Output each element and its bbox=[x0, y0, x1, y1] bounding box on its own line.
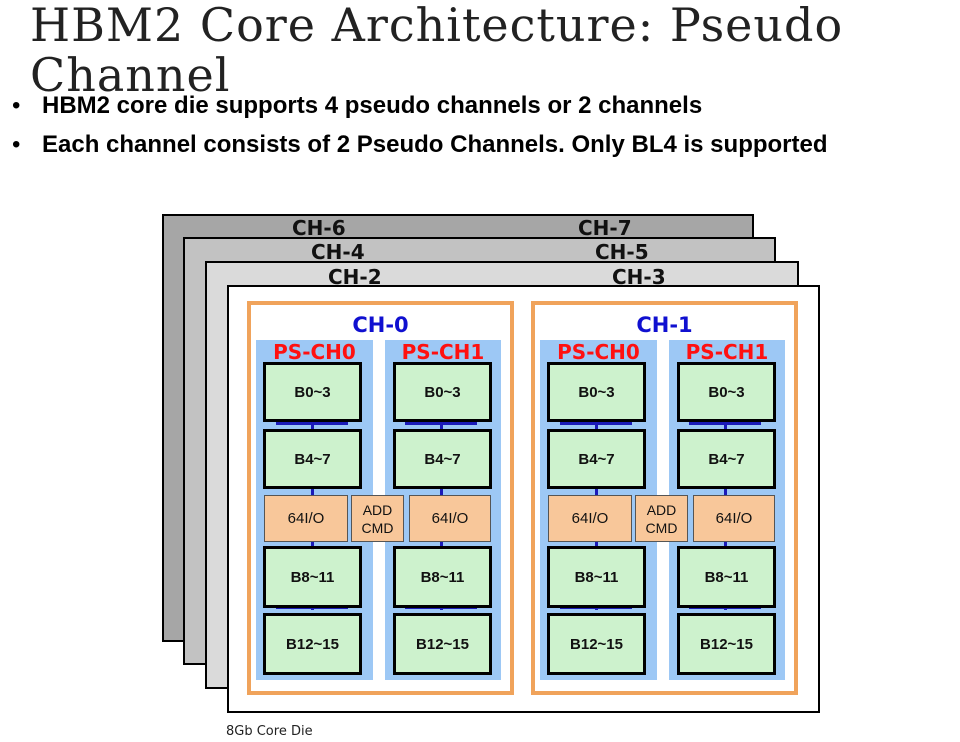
bank-block: B8~11 bbox=[547, 546, 646, 608]
slide-title: HBM2 Core Architecture: Pseudo Channel bbox=[30, 0, 844, 102]
bank-block: B0~3 bbox=[547, 362, 646, 422]
io-block: 64I/O bbox=[693, 495, 775, 542]
bullet-dot: • bbox=[12, 92, 21, 119]
bank-block: B4~7 bbox=[677, 429, 776, 489]
layer-label-ch7: CH-7 bbox=[578, 216, 632, 240]
pseudo-channel-title: PS-CH1 bbox=[685, 340, 769, 364]
bullet-item: • Each channel consists of 2 Pseudo Chann… bbox=[12, 131, 828, 159]
pseudo-channel-title: PS-CH0 bbox=[273, 340, 356, 364]
bullet-text: Each channel consists of 2 Pseudo Channe… bbox=[42, 131, 828, 158]
bank-block: B12~15 bbox=[677, 613, 776, 675]
bank-bus bbox=[560, 421, 632, 425]
pseudo-channel-title: PS-CH1 bbox=[401, 340, 485, 364]
io-block: 64I/O bbox=[264, 495, 348, 542]
io-block: 64I/O bbox=[409, 495, 491, 542]
pseudo-channel-title: PS-CH0 bbox=[557, 340, 640, 364]
layer-label-ch6: CH-6 bbox=[292, 216, 346, 240]
add-label: ADD bbox=[646, 501, 677, 518]
diagram-caption: 8Gb Core Die bbox=[226, 724, 313, 739]
cmd-label: CMD bbox=[361, 519, 394, 536]
bank-block: B12~15 bbox=[393, 613, 492, 675]
io-block: 64I/O bbox=[548, 495, 632, 542]
bank-bus bbox=[405, 421, 477, 425]
cmd-label: CMD bbox=[645, 519, 678, 536]
bullet-dot: • bbox=[12, 131, 21, 158]
bank-block: B4~7 bbox=[263, 429, 362, 489]
bank-block: B8~11 bbox=[263, 546, 362, 608]
bank-block: B0~3 bbox=[393, 362, 492, 422]
bullet-item: • HBM2 core die supports 4 pseudo channel… bbox=[12, 92, 702, 120]
bank-bus bbox=[689, 421, 761, 425]
bullet-text: HBM2 core die supports 4 pseudo channels… bbox=[42, 92, 703, 119]
bank-block: B0~3 bbox=[677, 362, 776, 422]
bank-bus bbox=[276, 421, 348, 425]
bank-block: B12~15 bbox=[547, 613, 646, 675]
channel-title: CH-0 bbox=[352, 313, 409, 337]
add-cmd-block: ADD CMD bbox=[635, 495, 688, 542]
layer-label-ch5: CH-5 bbox=[595, 240, 649, 264]
channel-title: CH-1 bbox=[636, 313, 693, 337]
bank-block: B8~11 bbox=[677, 546, 776, 608]
bank-block: B4~7 bbox=[393, 429, 492, 489]
add-cmd-block: ADD CMD bbox=[351, 495, 404, 542]
bank-block: B12~15 bbox=[263, 613, 362, 675]
bank-block: B4~7 bbox=[547, 429, 646, 489]
bank-block: B8~11 bbox=[393, 546, 492, 608]
bank-block: B0~3 bbox=[263, 362, 362, 422]
layer-label-ch4: CH-4 bbox=[311, 240, 365, 264]
add-label: ADD bbox=[362, 501, 393, 518]
